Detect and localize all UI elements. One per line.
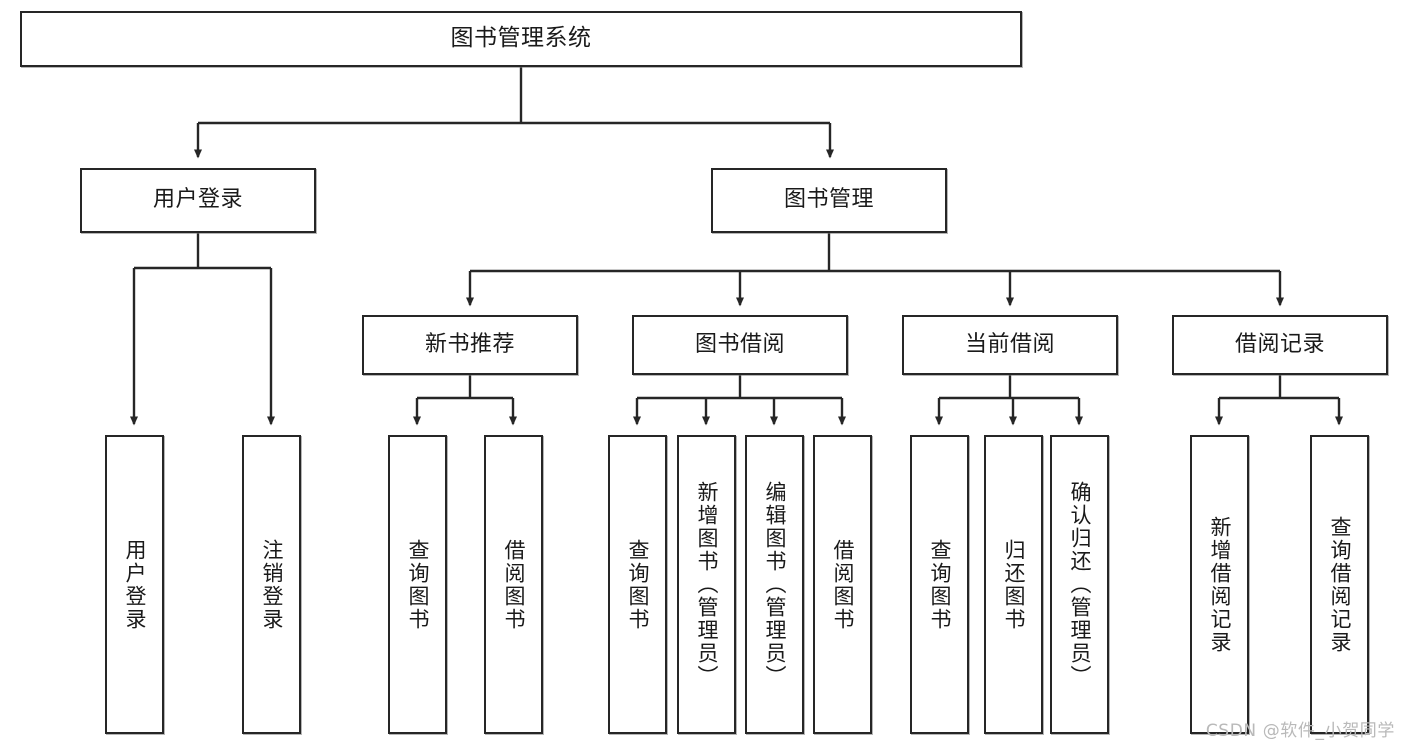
node-label: 新书推荐 (424, 331, 515, 357)
leaf-logout-login[interactable]: 注销登录 (242, 435, 301, 734)
leaf-query-book-3[interactable]: 查询图书 (910, 435, 969, 734)
node-label: 新增图书（管理员） (694, 481, 719, 688)
node-current-borrow[interactable]: 当前借阅 (902, 315, 1118, 375)
node-book-borrow[interactable]: 图书借阅 (632, 315, 848, 375)
node-label: 查询图书 (405, 538, 430, 631)
node-label: 借阅图书 (830, 538, 855, 631)
leaf-add-borrow-record[interactable]: 新增借阅记录 (1190, 435, 1249, 734)
leaf-return-book[interactable]: 归还图书 (984, 435, 1043, 734)
leaf-query-borrow-record[interactable]: 查询借阅记录 (1310, 435, 1369, 734)
node-label: 新增借阅记录 (1207, 515, 1232, 654)
node-label: 查询图书 (927, 538, 952, 631)
node-label: 查询借阅记录 (1327, 515, 1352, 654)
node-label: 用户登录 (152, 187, 243, 213)
node-label: 确认归还（管理员） (1067, 481, 1092, 688)
node-label: 用户登录 (122, 538, 147, 631)
leaf-confirm-return-admin[interactable]: 确认归还（管理员） (1050, 435, 1109, 734)
node-label: 图书管理 (783, 187, 874, 213)
node-user-login[interactable]: 用户登录 (80, 168, 316, 233)
node-label: 图书管理系统 (450, 25, 592, 52)
leaf-edit-book-admin[interactable]: 编辑图书（管理员） (745, 435, 804, 734)
node-label: 查询图书 (625, 538, 650, 631)
node-new-book-recommend[interactable]: 新书推荐 (362, 315, 578, 375)
node-label: 当前借阅 (964, 331, 1055, 357)
node-label: 借阅图书 (501, 538, 526, 631)
node-label: 归还图书 (1001, 538, 1026, 631)
csdn-watermark: CSDN @软件_小贺同学 (1205, 721, 1395, 741)
node-borrow-record[interactable]: 借阅记录 (1172, 315, 1388, 375)
node-label: 编辑图书（管理员） (762, 481, 787, 688)
node-label: 注销登录 (259, 538, 284, 631)
node-label: 借阅记录 (1234, 331, 1325, 357)
leaf-user-login[interactable]: 用户登录 (105, 435, 164, 734)
node-label: 图书借阅 (694, 331, 785, 357)
leaf-borrow-book-1[interactable]: 借阅图书 (484, 435, 543, 734)
leaf-borrow-book-2[interactable]: 借阅图书 (813, 435, 872, 734)
node-root-system[interactable]: 图书管理系统 (20, 11, 1022, 67)
node-book-management[interactable]: 图书管理 (711, 168, 947, 233)
leaf-add-book-admin[interactable]: 新增图书（管理员） (677, 435, 736, 734)
leaf-query-book-2[interactable]: 查询图书 (608, 435, 667, 734)
leaf-query-book-1[interactable]: 查询图书 (388, 435, 447, 734)
